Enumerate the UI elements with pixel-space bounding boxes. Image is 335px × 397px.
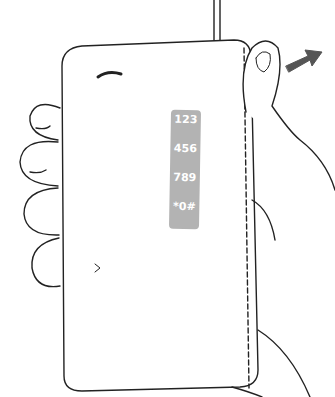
finger	[32, 238, 60, 287]
finger	[30, 104, 60, 140]
finger	[24, 188, 59, 235]
thumb-nail	[256, 52, 270, 72]
keypad-label: 789	[170, 171, 200, 186]
keypad-label: 123	[171, 113, 201, 128]
keypad-label: 456	[170, 142, 200, 157]
earpiece	[98, 73, 121, 77]
direction-arrow	[286, 50, 322, 72]
keypad-panel: 123 456 789 *0#	[169, 110, 201, 230]
mark	[95, 264, 100, 272]
hand-outline	[232, 200, 310, 397]
thumb	[243, 41, 335, 190]
phone-body	[62, 40, 258, 391]
finger	[20, 141, 58, 186]
finger-nail	[30, 126, 50, 173]
keypad-label: *0#	[169, 200, 199, 215]
